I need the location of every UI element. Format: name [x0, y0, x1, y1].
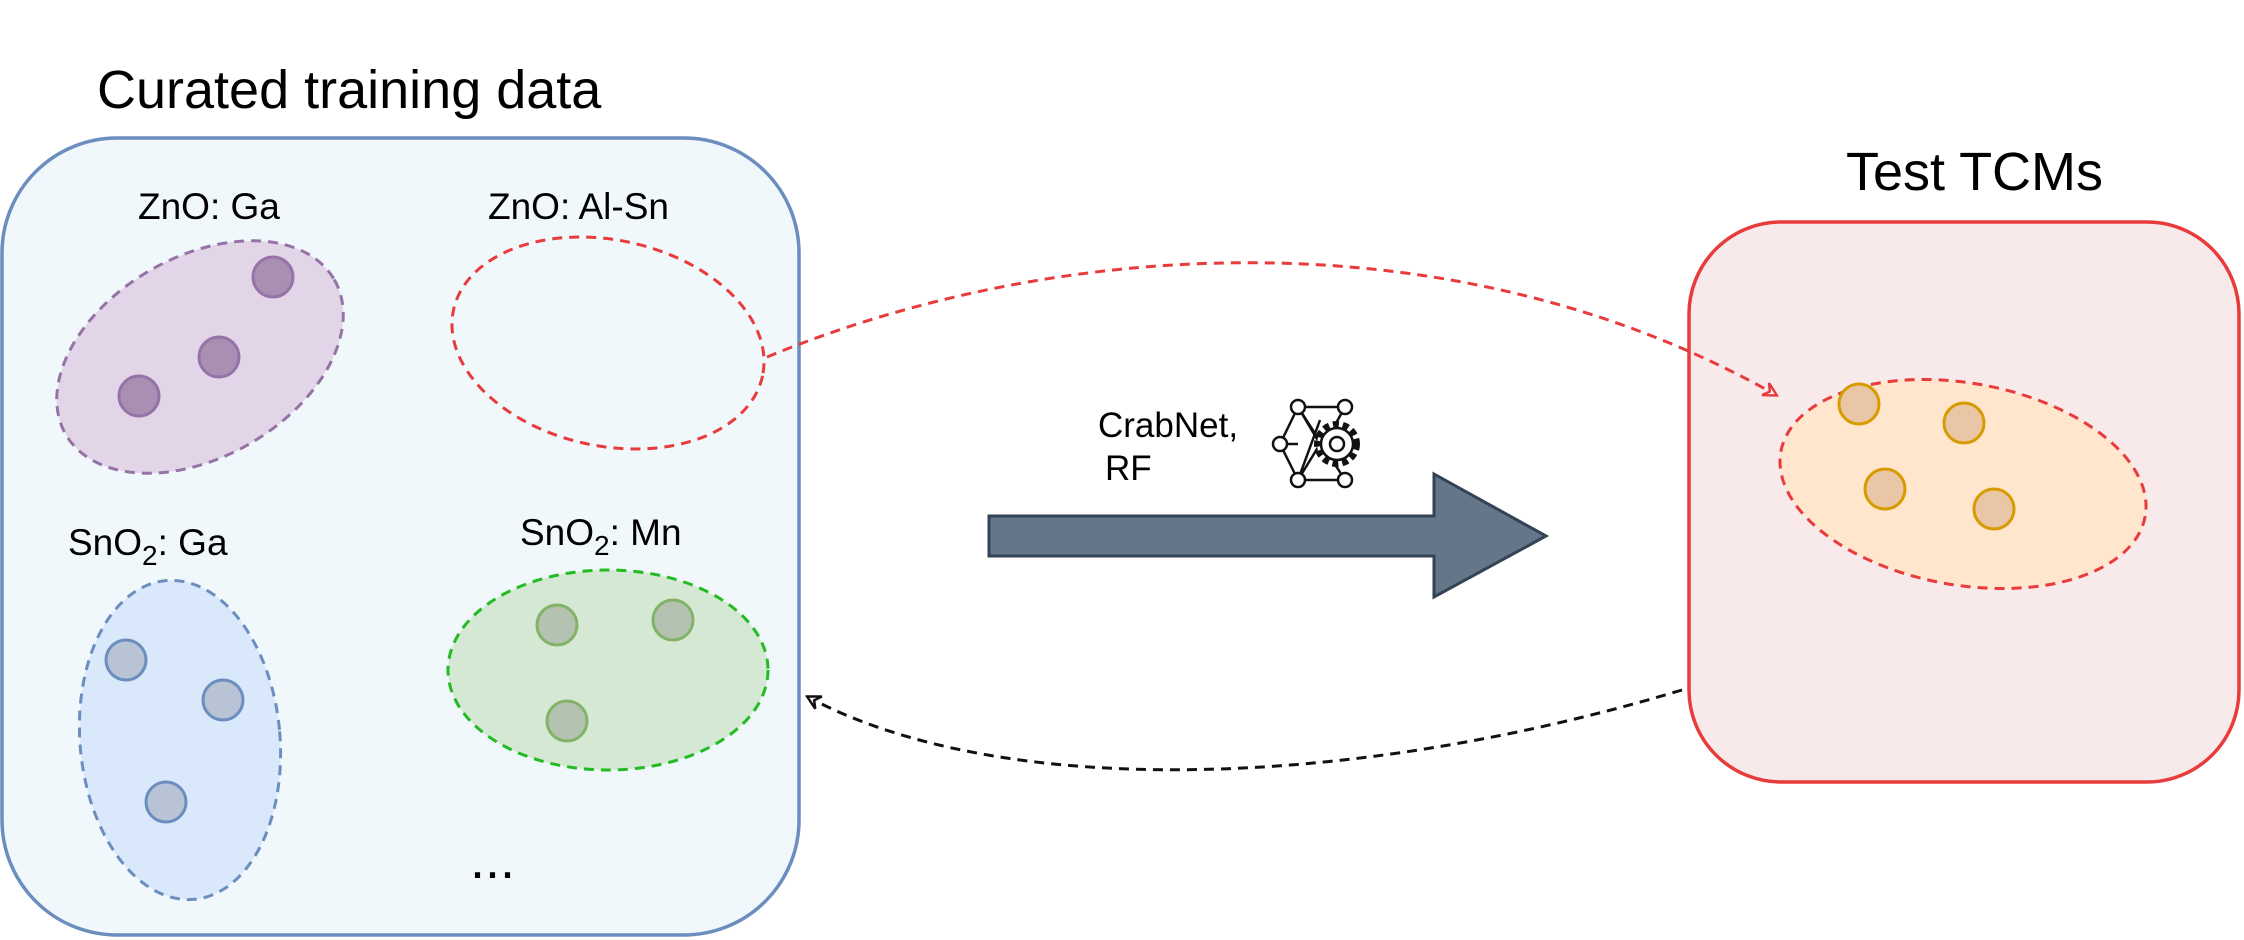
neural-network-gear-icon: [1271, 398, 1360, 489]
test-title: Test TCMs: [1846, 142, 2103, 202]
group-label-sno2-ga: SnO2: Ga: [68, 522, 228, 571]
sample-dot: [1972, 487, 2016, 531]
group-sno2-mn: [446, 568, 770, 772]
model-flow-arrow: [987, 471, 1550, 600]
group-label-zno-alsn: ZnO: Al-Sn: [488, 186, 669, 227]
sample-dot: [201, 678, 245, 722]
more-groups-ellipsis: ...: [470, 830, 515, 890]
sample-dot: [535, 603, 579, 647]
model-label-line2: RF: [1105, 449, 1152, 488]
sample-dot: [651, 598, 695, 642]
sample-dot: [197, 335, 241, 379]
sample-dot: [104, 638, 148, 682]
sample-dot: [251, 255, 295, 299]
group-label-zno-ga: ZnO: Ga: [138, 186, 280, 227]
group-zno-alsn: [450, 235, 766, 451]
group-test: [1778, 377, 2148, 591]
sample-dot: [545, 699, 589, 743]
training-title: Curated training data: [97, 60, 602, 120]
model-label-line1: CrabNet,: [1098, 406, 1238, 445]
transfer-arrow-to-test: [766, 261, 1776, 395]
feedback-arrow-to-training: [808, 688, 1683, 772]
sample-dot: [1837, 382, 1881, 426]
sample-dot: [1942, 401, 1986, 445]
sample-dot: [117, 374, 161, 418]
sample-dot: [1863, 467, 1907, 511]
group-label-sno2-mn: SnO2: Mn: [520, 512, 682, 561]
sample-dot: [144, 780, 188, 824]
